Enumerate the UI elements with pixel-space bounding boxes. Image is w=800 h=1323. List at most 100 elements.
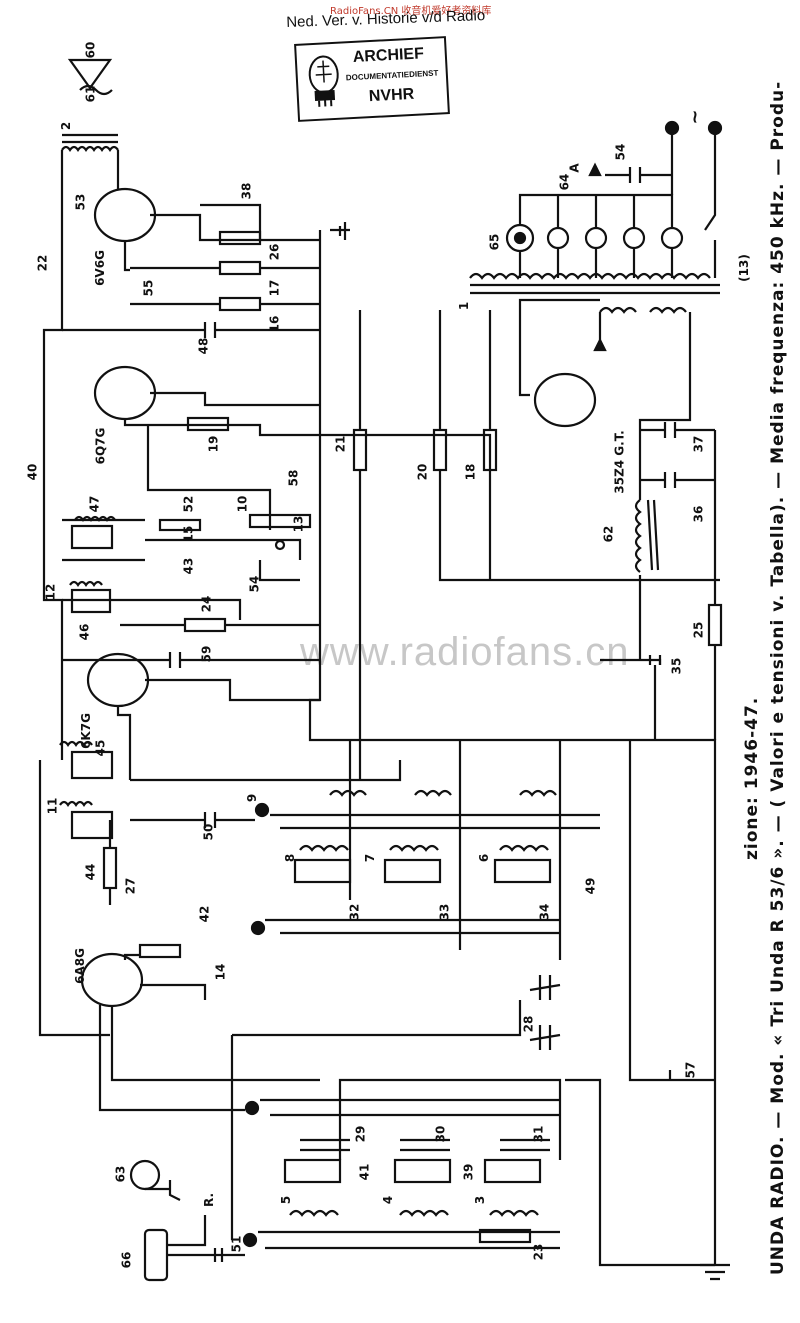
label-a: A [567, 163, 582, 173]
label-12: 12 [43, 583, 58, 601]
resistor-52-icon [158, 518, 202, 532]
label-11: 11 [45, 797, 60, 815]
tube-6v6g-icon [93, 187, 157, 243]
resistor-14-icon [138, 943, 182, 959]
label-9a: 9 [245, 793, 260, 803]
output-transformer-icon [61, 145, 119, 152]
label-50: 50 [201, 823, 216, 841]
label-51: 51 [229, 1235, 244, 1253]
label-18: 18 [463, 463, 478, 481]
tube-label-6a8g: 6A8G [72, 948, 87, 984]
label-54b: 54 [247, 575, 262, 593]
label-55: 55 [141, 279, 156, 297]
label-48: 48 [196, 337, 211, 355]
tube-label-35z4: 35Z4 G.T. [612, 430, 627, 494]
label-38: 38 [239, 182, 254, 200]
label-32: 32 [347, 903, 362, 921]
label-22: 22 [35, 254, 50, 272]
label-44: 44 [83, 863, 98, 881]
label-45: 45 [93, 739, 108, 757]
label-5: 5 [279, 1195, 294, 1205]
label-3: 3 [473, 1195, 488, 1205]
label-25: 25 [691, 621, 706, 639]
label-30: 30 [433, 1125, 448, 1143]
label-6: 6 [477, 853, 492, 863]
can-47-icon [70, 524, 114, 550]
resistor-27-icon [102, 846, 118, 890]
label-23: 23 [531, 1243, 546, 1261]
coil-8-icon [293, 858, 352, 884]
speaker-icon [67, 58, 113, 90]
label-60: 60 [83, 41, 98, 59]
label-47: 47 [87, 495, 102, 513]
can-12-icon [70, 588, 112, 614]
resistor-26-icon [218, 230, 262, 246]
caption-line-1: UNDA RADIO. — Mod. « Tri Unda R 53/6 ». … [768, 80, 788, 1275]
resistor-23-icon [478, 1228, 532, 1244]
label-26: 26 [267, 243, 282, 261]
resistor-17-icon [218, 260, 262, 276]
resistor-19-icon [186, 416, 230, 432]
coil-7-icon [383, 858, 442, 884]
label-46: 46 [77, 623, 92, 641]
label-59: 59 [199, 645, 214, 663]
label-49: 49 [583, 877, 598, 895]
coil-5-icon [283, 1158, 342, 1184]
label-21: 21 [333, 435, 348, 453]
if-transformer-12-icon [69, 580, 103, 587]
label-63: 63 [113, 1165, 128, 1183]
if-transformer-11-icon [59, 740, 93, 747]
label-24: 24 [199, 595, 214, 613]
label-37: 37 [691, 435, 706, 453]
volume-control-13-icon [248, 513, 312, 529]
label-1: 1 [457, 301, 472, 311]
label-r: R. [202, 1192, 217, 1208]
label-4: 4 [381, 1195, 396, 1205]
label-20: 20 [415, 463, 430, 481]
label-29: 29 [353, 1125, 368, 1143]
label-41: 41 [357, 1163, 372, 1181]
tube-label-6k7g: 6K7G [78, 713, 93, 749]
label-64: 64 [557, 173, 572, 191]
site-watermark: www.radiofans.cn [300, 630, 630, 674]
tube-label-6q7g: 6Q7G [93, 427, 108, 465]
label-16: 16 [267, 315, 282, 333]
coil-6-icon [493, 858, 552, 884]
pickup-66-icon [143, 1228, 169, 1282]
label-54a: 54 [613, 143, 628, 161]
label-66: 66 [119, 1251, 134, 1269]
label-19: 19 [206, 435, 221, 453]
choke-62-icon [634, 499, 642, 573]
label-53: 53 [73, 193, 88, 211]
label-14: 14 [213, 963, 228, 981]
label-13-mains: (13) [736, 254, 751, 282]
label-35: 35 [669, 657, 684, 675]
label-40: 40 [25, 463, 40, 481]
label-52: 52 [181, 495, 196, 513]
label-27: 27 [123, 877, 138, 895]
caption-line-2: zione: 1946-47. [742, 696, 762, 860]
coil-3-icon [483, 1158, 542, 1184]
label-43: 43 [181, 557, 196, 575]
label-7: 7 [363, 853, 378, 863]
archive-stamp: ARCHIEF DOCUMENTATIEDIENST NVHR [294, 36, 450, 122]
resistor-16-icon [218, 296, 262, 312]
label-8: 8 [283, 853, 298, 863]
resistor-24-icon [183, 617, 227, 633]
label-61: 61 [83, 85, 98, 103]
source-watermark-text: RadioFans.CN 收音机爱好者资料库 [330, 6, 492, 17]
pilot-lamp-63-icon [129, 1159, 161, 1191]
wiring [38, 58, 730, 1282]
label-36: 36 [691, 505, 706, 523]
tube-label-6v6g: 6V6G [92, 250, 107, 286]
tube-logo-icon [308, 55, 339, 107]
label-2: 2 [59, 121, 74, 131]
label-28: 28 [521, 1015, 536, 1033]
label-57: 57 [683, 1061, 698, 1079]
label-58: 58 [286, 469, 301, 487]
label-31: 31 [531, 1125, 546, 1143]
tube-6k7g-icon [86, 652, 150, 708]
tube-35z4-icon [533, 372, 597, 428]
label-10: 10 [235, 495, 250, 513]
